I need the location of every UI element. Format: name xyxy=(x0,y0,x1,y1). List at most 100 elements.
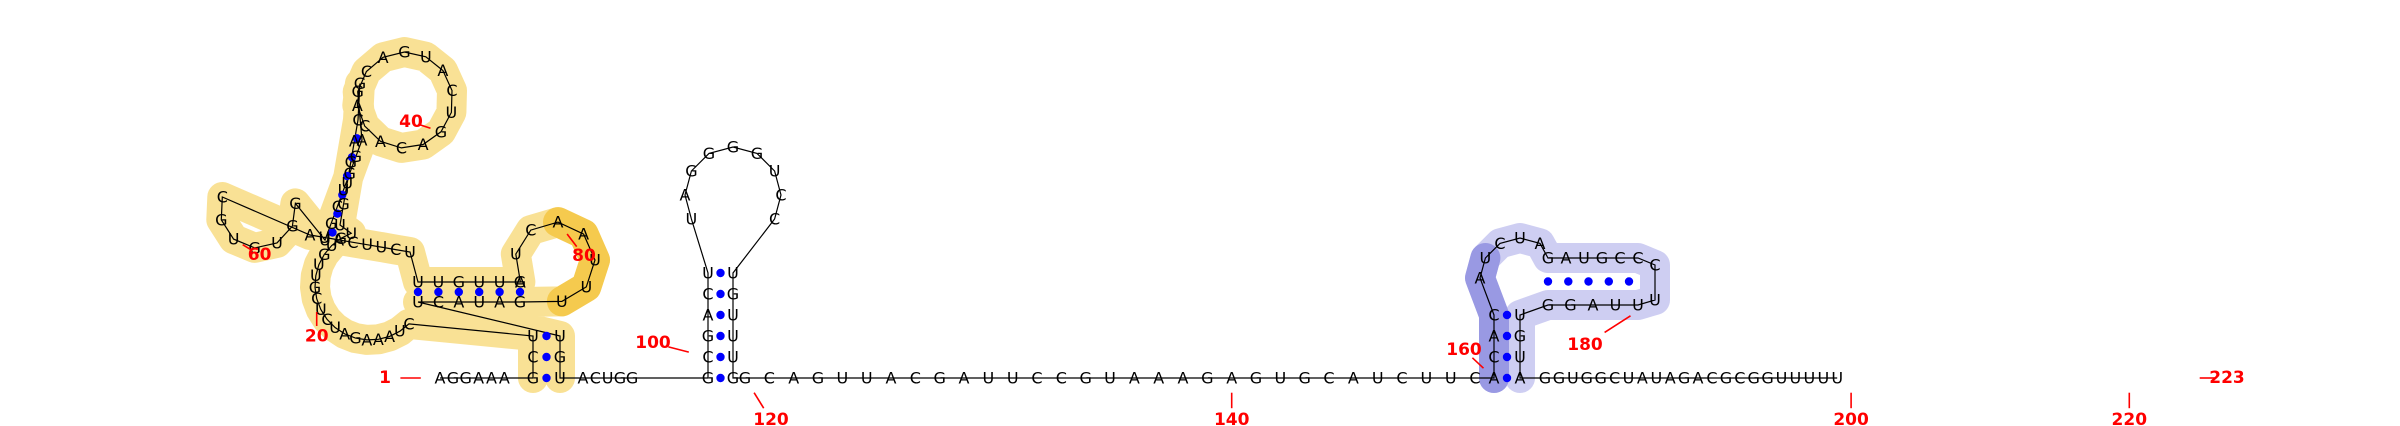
base-pair-dot xyxy=(352,134,362,143)
nucleotide-105: U xyxy=(686,210,698,229)
nucleotide-27: U xyxy=(345,224,357,243)
nucleotide-86: A xyxy=(494,293,505,312)
nucleotide-134: G xyxy=(1079,369,1091,388)
nucleotide-137: A xyxy=(1153,369,1164,388)
base-pair-dot xyxy=(1564,277,1573,286)
nucleotide-14: A xyxy=(361,330,372,349)
base-pair-dot xyxy=(495,287,504,297)
nucleotide-107: G xyxy=(685,162,697,181)
nucleotide-103: C xyxy=(702,285,713,304)
base-pair-dot xyxy=(434,287,443,297)
position-label-20: 20 xyxy=(305,327,329,347)
base-pair-dot xyxy=(1502,352,1512,362)
nucleotide-119: G xyxy=(727,369,739,388)
nucleotide-49: A xyxy=(357,131,368,150)
nucleotide-72: U xyxy=(433,273,445,292)
numbering-tick xyxy=(753,392,765,409)
nucleotide-95: C xyxy=(590,369,601,388)
nucleotide-64: U xyxy=(318,228,330,247)
nucleotide-99: G xyxy=(702,369,714,388)
nucleotide-124: U xyxy=(836,369,848,388)
nucleotide-63: A xyxy=(305,226,316,245)
base-pair-dot xyxy=(716,352,725,362)
nucleotide-32: A xyxy=(349,132,360,151)
nucleotide-58: U xyxy=(271,233,283,252)
nucleotide-157: C xyxy=(1494,234,1505,253)
nucleotide-174: G xyxy=(1514,327,1526,346)
nucleotide-84: U xyxy=(556,292,568,311)
base-pair-dot xyxy=(333,209,342,218)
base-pair-dot xyxy=(716,331,725,341)
base-pair-dot xyxy=(338,190,347,199)
nucleotide-198: U xyxy=(1831,369,1843,388)
nucleotide-114: U xyxy=(727,264,739,283)
nucleotide-181: G xyxy=(1594,369,1606,388)
nucleotide-60: U xyxy=(228,230,240,249)
nucleotide-136: A xyxy=(1129,369,1140,388)
nucleotide-180: G xyxy=(1580,369,1592,388)
nucleotide-188: A xyxy=(1693,369,1704,388)
nucleotide-26: G xyxy=(335,229,347,248)
nucleotide-13: A xyxy=(373,330,384,349)
nucleotide-56: G xyxy=(289,194,301,213)
nucleotide-141: G xyxy=(1250,369,1262,388)
nucleotide-189: C xyxy=(1706,369,1717,388)
position-label-140: 140 xyxy=(1214,410,1250,426)
nucleotide-55: U xyxy=(319,231,331,250)
base-pair-dot xyxy=(475,287,484,297)
nucleotide-131: U xyxy=(1007,369,1019,388)
nucleotide-149: U xyxy=(1445,369,1457,388)
nucleotide-15: G xyxy=(349,329,361,348)
nucleotide-11: U xyxy=(394,322,406,341)
nucleotide-1: A xyxy=(435,369,446,388)
nucleotide-167: U xyxy=(1649,291,1661,310)
nucleotide-24: G xyxy=(318,245,330,264)
numbering-tick xyxy=(242,244,253,252)
position-label-160: 160 xyxy=(1446,340,1482,360)
position-label-200: 200 xyxy=(1833,410,1869,426)
nucleotide-87: U xyxy=(473,293,485,312)
nucleotide-40: G xyxy=(435,122,447,141)
base-pairs xyxy=(328,134,1634,383)
nucleotide-155: A xyxy=(1475,269,1486,288)
nucleotide-8: C xyxy=(527,348,538,367)
nucleotide-9: U xyxy=(527,327,539,346)
position-label-1: 1 xyxy=(379,368,391,388)
nucleotide-38: C xyxy=(396,138,407,157)
nucleotide-115: G xyxy=(727,285,739,304)
nucleotide-143: G xyxy=(1298,369,1310,388)
nucleotide-116: U xyxy=(727,306,739,325)
nucleotide-120: G xyxy=(739,369,751,388)
nucleotide-135: U xyxy=(1104,369,1116,388)
nucleotide-25: U xyxy=(326,236,338,255)
nucleotide-59: G xyxy=(248,238,260,257)
nucleotide-163: G xyxy=(1596,249,1608,268)
backbone-path xyxy=(220,51,1838,379)
nucleotide-81: A xyxy=(578,225,589,244)
nucleotide-139: G xyxy=(1201,369,1213,388)
nucleotide-3: G xyxy=(459,369,471,388)
nucleotide-7: G xyxy=(527,369,539,388)
base-pair-dot xyxy=(1502,373,1512,383)
nucleotide-5: A xyxy=(486,369,497,388)
nucleotide-29: G xyxy=(337,195,349,214)
nucleotide-77: A xyxy=(515,273,526,292)
highlight-regions xyxy=(206,37,1670,393)
base-pair-dot xyxy=(1584,277,1593,286)
nucleotide-82: U xyxy=(589,251,601,270)
base-pair-dot xyxy=(454,287,463,297)
nucleotide-17: U xyxy=(329,318,341,337)
nucleotide-76: G xyxy=(514,273,526,292)
nucleotide-171: G xyxy=(1564,296,1576,315)
nucleotide-100: C xyxy=(702,348,713,367)
nucleotide-112: C xyxy=(775,186,786,205)
base-pair-dot xyxy=(716,268,725,278)
numbering-tick xyxy=(566,233,578,248)
nucleotide-80: A xyxy=(553,213,564,232)
nucleotide-92: G xyxy=(554,348,566,367)
nucleotide-74: U xyxy=(473,273,485,292)
nucleotide-2: G xyxy=(447,369,459,388)
nucleotide-96: U xyxy=(602,369,614,388)
nucleotide-36: C xyxy=(359,117,370,136)
base-pair-dot xyxy=(542,331,551,341)
